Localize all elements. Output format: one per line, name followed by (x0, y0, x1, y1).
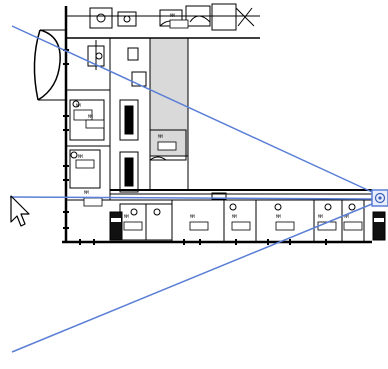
lift-block-right (372, 211, 386, 241)
view-line-upper[interactable] (11, 25, 373, 193)
room-tag-label: MM (232, 214, 237, 219)
curved-entry-wall (33, 29, 61, 101)
room-tag[interactable]: MM (85, 114, 105, 129)
room-tag-label: MM (88, 114, 93, 119)
stair-shaft-upper (119, 99, 139, 141)
room-tag[interactable]: MM (343, 214, 363, 231)
room-tag-label: MM (318, 214, 323, 219)
stair-shaft-lower (119, 151, 139, 193)
room-tag-label: MM (170, 13, 175, 18)
room-tag-label: MM (190, 214, 195, 219)
room-tag-label: MM (276, 214, 281, 219)
room-tag-label: MM (76, 103, 81, 108)
room-tag[interactable]: MM (169, 13, 189, 29)
floor-plan[interactable] (33, 3, 386, 245)
room-tag-label: MM (124, 214, 129, 219)
arrow-pointer-icon (10, 195, 30, 227)
room-tag[interactable]: MM (231, 214, 251, 231)
section-target-icon[interactable] (371, 189, 388, 207)
lift-block-left (109, 211, 123, 241)
view-line-middle[interactable] (9, 196, 373, 200)
room-tag[interactable]: MM (73, 103, 93, 121)
view-lines (9, 25, 373, 353)
room-tag-label: MM (78, 154, 83, 159)
room-tag[interactable]: MM (157, 134, 177, 151)
room-tag[interactable]: MM (189, 214, 209, 231)
room-tag[interactable]: MM (275, 214, 295, 231)
room-tag-label: MM (84, 190, 89, 195)
room-tag-label: MM (344, 214, 349, 219)
view-line-lower[interactable] (11, 203, 373, 353)
room-tag-label: MM (158, 134, 163, 139)
room-tag[interactable]: MM (75, 154, 95, 169)
room-tag[interactable]: MM (123, 214, 143, 231)
corridor-hatch (149, 37, 189, 157)
room-tags: MM MM MM MM MM MM MM MM (73, 13, 363, 231)
